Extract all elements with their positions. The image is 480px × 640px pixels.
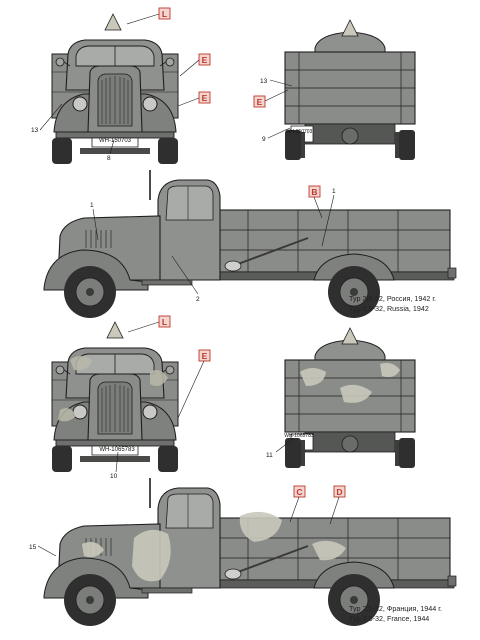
callout-13-front-label: 13 [31,127,39,134]
callout-10-label: 10 [110,473,118,480]
marker-L-2: L [127,315,171,333]
callout-1-hood-label: 1 [90,202,94,209]
caption-1944-en: Typ 2,5-32, France, 1944 [349,613,430,623]
callout-13-rear: 13 [260,78,293,87]
marker-D: D [329,485,346,525]
rear-view-1944 [284,339,416,469]
callout-11-label: 11 [266,452,273,459]
marker-E-2: E [177,91,211,107]
camo-pattern [82,511,346,582]
marker-D-label: D [336,487,342,497]
marker-E-4: E [177,349,211,419]
caption-1942: Тур 2,5-32, Россия, 1942 г. Typ 2,5-32, … [349,294,436,313]
callout-15: 15 [29,544,57,557]
front-view-1942 [51,39,179,165]
front-plate-text: WH-1065783 [99,447,135,453]
rear-view-1942 [284,31,416,161]
caption-1944: Тур 2,5-32, Франция, 1944 г. Typ 2,5-32,… [349,604,442,623]
marker-E-1: E [179,53,211,77]
marker-E-2-label: E [202,93,208,103]
marker-triangle [341,19,359,37]
rear-plate-text: WH-1065783 [284,433,314,439]
marker-E-3: E [253,89,289,108]
callout-13-front: 13 [31,103,63,134]
callout-1-bed: 1 [321,188,336,247]
callout-9: 9 [262,127,291,143]
marker-E-1-label: E [202,55,208,65]
callout-2-label: 2 [196,296,200,303]
callout-1-hood: 1 [90,202,99,241]
callout-10: 10 [110,451,119,480]
caption-1942-ru: Тур 2,5-32, Россия, 1942 г. [349,294,437,303]
marker-C-label: C [296,487,302,497]
camo-pattern [300,362,400,403]
marker-L-1-label: L [162,9,167,19]
callout-13-rear-label: 13 [260,78,268,85]
marker-E-4-label: E [202,351,208,361]
callout-9-label: 9 [262,136,266,143]
callout-8: 8 [107,139,115,162]
marker-C: C [289,485,306,523]
caption-1942-en: Typ 2,5-32, Russia, 1942 [349,303,429,313]
marker-triangle [106,321,124,339]
caption-1944-ru: Тур 2,5-32, Франция, 1944 г. [349,604,443,613]
marker-triangle [104,13,122,31]
marker-B-label: B [311,187,317,197]
callout-2: 2 [171,255,200,303]
rear-plate-text: WH-150703 [286,129,313,135]
marker-E-3-label: E [257,97,263,107]
camo-pattern [58,356,168,422]
front-plate-text: WH-150703 [99,138,132,144]
callout-11: 11 [266,437,295,459]
marker-B: B [308,185,323,219]
callout-1-bed-label: 1 [332,188,336,195]
marker-triangle [341,327,359,345]
marker-L-1: L [126,7,171,25]
marker-L-2-label: L [162,317,167,327]
callout-15-label: 15 [29,544,37,551]
callout-8-label: 8 [107,155,111,162]
